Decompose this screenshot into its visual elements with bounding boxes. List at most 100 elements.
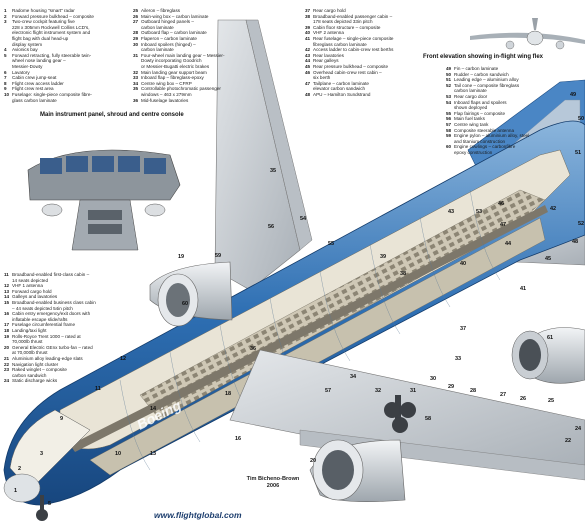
callout-55: 55 xyxy=(328,241,334,247)
legend-item-text: and titanium construction xyxy=(454,138,506,144)
callout-40: 40 xyxy=(460,261,466,267)
callout-48: 48 xyxy=(572,239,578,245)
callout-36: 36 xyxy=(250,346,256,352)
legend-item-text: Messier-Dowty xyxy=(12,63,43,69)
legend-item-number: 47 xyxy=(305,80,311,86)
legend-item-number: 39 xyxy=(305,24,311,30)
callout-29: 29 xyxy=(448,384,454,390)
legend-item-text: Main landing gear support beam xyxy=(141,69,207,75)
legend-item-number: 45 xyxy=(305,63,311,69)
legend-item-text: VHF 2 antenna xyxy=(313,30,344,36)
artist-credit: Tim Bicheno-Brown 2006 xyxy=(233,476,313,490)
legend-item-number: 27 xyxy=(133,19,139,25)
legend-item-number: 10 xyxy=(4,91,10,97)
legend-item-text: wheel nose landing gear – xyxy=(12,58,66,64)
legend-item-number: 25 xyxy=(133,8,139,13)
legend-item-text: Controllable photochromatic passenger xyxy=(141,86,221,92)
legend-item-number: 46 xyxy=(305,69,311,75)
callout-24: 24 xyxy=(575,426,582,432)
legend-item-text: Leading edge – aluminium alloy xyxy=(454,77,519,83)
legend-item-text: 228 x 305mm Rockwell Collins LCD's, xyxy=(12,24,90,30)
legend-item-number: 1 xyxy=(4,8,7,13)
legend-item-text: Dowty incorporating Goodrich xyxy=(141,58,202,64)
legend-item-number: 40 xyxy=(305,30,311,36)
callout-9: 9 xyxy=(60,416,63,422)
legend-item-text: Broadband-enabled business class cabin xyxy=(12,299,96,305)
legend-item-text: Forward cargo hold xyxy=(12,288,52,294)
callout-35: 35 xyxy=(270,168,276,174)
legend-item-number: 54 xyxy=(446,99,452,105)
callout-50: 50 xyxy=(578,116,584,122)
legend-item-text: Forward retracting, fully steerable twin… xyxy=(12,52,92,58)
legend-item-text: six berth xyxy=(313,75,331,81)
legend-item-number: 13 xyxy=(4,288,10,294)
callout-56: 56 xyxy=(268,224,274,230)
legend-item-text: Centre wing box – CFRP xyxy=(141,80,192,86)
legend-item-number: 4 xyxy=(4,47,7,53)
legend-item-text: Broadband-enabled first-class cabin – xyxy=(12,272,90,277)
legend-item-number: 44 xyxy=(305,58,311,64)
legend-item: fibreglass carbon laminate xyxy=(305,42,420,48)
callout-18: 18 xyxy=(225,391,231,397)
callout-25: 25 xyxy=(548,398,554,404)
instrument-panel-drawing xyxy=(27,149,181,251)
callout-31: 31 xyxy=(410,388,416,394)
legend-item-text: Four-wheel main landing gear – Messier- xyxy=(141,52,225,58)
callout-26: 26 xyxy=(520,396,526,402)
legend-item-number: 35 xyxy=(133,86,139,92)
legend-item-number: 11 xyxy=(4,272,9,277)
legend-item-text: or Messier-Bugatti electric brakes xyxy=(141,63,210,69)
legend-item-number: 20 xyxy=(4,344,10,350)
callout-32: 32 xyxy=(375,388,381,394)
legend-item-text: Rear cargo hold xyxy=(313,8,346,13)
legend-item-text: Broadband-enabled passenger cabin – xyxy=(313,13,393,19)
website-url[interactable]: www.flightglobal.com xyxy=(154,510,242,520)
fuselage-frames xyxy=(119,189,501,471)
callout-41: 41 xyxy=(520,286,526,292)
legend-item-text: shown deployed xyxy=(454,105,488,111)
legend-item-text: carbon laminate xyxy=(141,24,174,30)
legend-item-text: Outboard hinged panels – xyxy=(141,19,194,25)
legend-item-text: Main-wing box – carbon laminate xyxy=(141,13,209,19)
radome xyxy=(3,473,41,503)
legend-item-text: – 44 seats depicted 54in pitch xyxy=(12,305,73,311)
legend-item-number: 33 xyxy=(133,75,139,81)
legend-item-number: 50 xyxy=(446,71,452,77)
legend-item-number: 55 xyxy=(446,110,452,116)
front-elevation-drawing xyxy=(470,18,585,50)
legend-item: six berth xyxy=(305,75,420,81)
legend-item-text: Rolls-Royce Trent 1000 – rated at xyxy=(12,333,81,339)
legend-item-number: 51 xyxy=(446,77,452,83)
legend-item-number: 31 xyxy=(133,52,139,58)
far-engine xyxy=(149,261,233,327)
legend-item-text: carbon laminate xyxy=(141,47,174,53)
legend-item-text: electronic flight instrument system and xyxy=(12,30,91,36)
legend-item-number: 24 xyxy=(4,378,10,384)
callout-58: 58 xyxy=(425,416,431,422)
legend-item: shown deployed xyxy=(446,105,558,111)
legend-item-text: inflatable escape slide/rafts xyxy=(12,316,68,322)
legend-item-number: 5 xyxy=(4,52,7,58)
legend-item-text: Rear fuselage – single-piece composite xyxy=(313,35,394,41)
legend-item-text: display system xyxy=(12,41,43,47)
legend-item-text: VHF 1 antenna xyxy=(12,283,43,289)
